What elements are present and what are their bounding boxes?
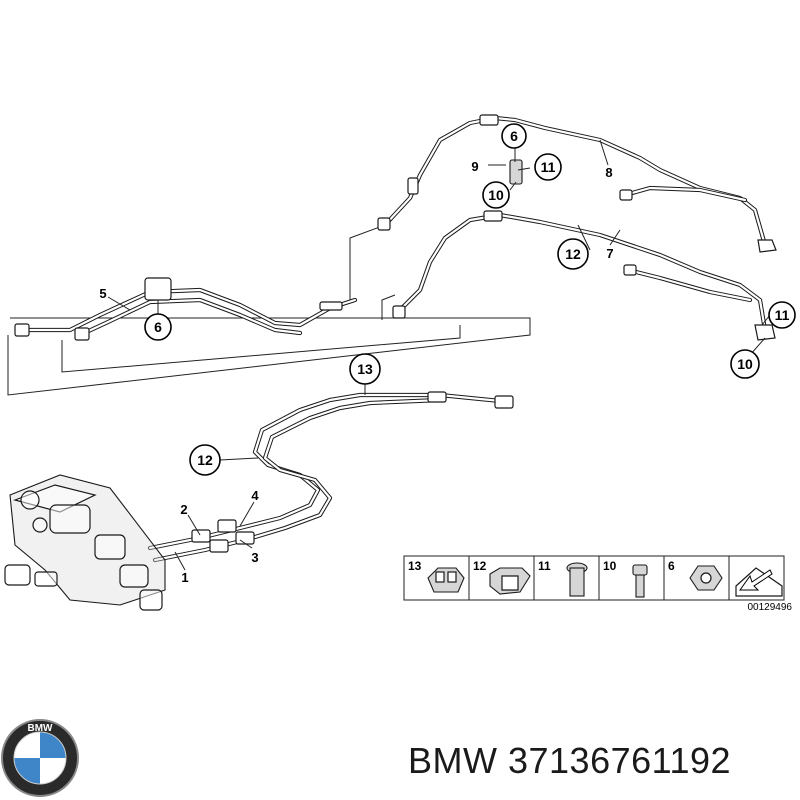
legend-num-13: 13 — [408, 559, 422, 573]
legend-num-11: 11 — [538, 559, 551, 573]
pipe-assembly-upper — [14, 114, 777, 341]
bmw-logo: BMW — [1, 719, 79, 797]
label-4: 4 — [251, 488, 259, 503]
label-9: 9 — [471, 159, 478, 174]
label-2: 2 — [180, 502, 187, 517]
svg-text:12: 12 — [197, 452, 213, 468]
pipe-assembly-lower — [147, 391, 514, 563]
diagram-code: 00129496 — [748, 602, 793, 613]
svg-text:6: 6 — [510, 128, 518, 144]
svg-text:11: 11 — [541, 159, 556, 175]
label-5: 5 — [99, 286, 106, 301]
svg-text:12: 12 — [565, 246, 581, 262]
svg-text:BMW: BMW — [28, 723, 54, 734]
nut-icon — [689, 565, 723, 591]
pipe-assembly-middle — [392, 210, 776, 341]
callout-11-upper: 11 — [534, 153, 562, 181]
callout-6-upper: 6 — [501, 123, 527, 149]
svg-text:11: 11 — [775, 307, 790, 323]
upper-frame — [7, 317, 531, 396]
parts-legend: 13 12 11 10 6 — [403, 555, 785, 601]
svg-text:6: 6 — [154, 319, 162, 335]
bolt-icon — [632, 564, 648, 598]
part-number-title: BMW 37136761192 — [408, 740, 732, 781]
valve-block — [4, 474, 166, 611]
leader-frame-2 — [381, 294, 396, 320]
legend-num-12: 12 — [473, 559, 487, 573]
label-8: 8 — [605, 165, 612, 180]
callout-13: 13 — [349, 353, 381, 385]
legend-num-10: 10 — [603, 559, 617, 573]
callout-10-lower: 10 — [730, 349, 760, 379]
label-3: 3 — [251, 550, 258, 565]
callout-12-lower: 12 — [189, 444, 221, 476]
label-1: 1 — [181, 570, 188, 585]
grommet-icon — [489, 567, 531, 595]
svg-text:10: 10 — [737, 356, 753, 372]
callout-10-upper: 10 — [482, 181, 510, 209]
callout-12-upper: 12 — [557, 238, 589, 270]
lower-frame — [61, 325, 461, 373]
leader-lines — [107, 139, 771, 571]
callout-6-lower: 6 — [144, 313, 172, 341]
callout-11-lower: 11 — [768, 301, 796, 329]
svg-text:13: 13 — [357, 361, 373, 377]
legend-num-6: 6 — [668, 559, 675, 573]
arrow-icon — [735, 567, 783, 597]
label-7: 7 — [606, 246, 613, 261]
svg-text:10: 10 — [488, 187, 504, 203]
clip-icon — [427, 567, 465, 593]
rivet-nut-icon — [566, 562, 588, 597]
leader-frame — [349, 224, 386, 300]
